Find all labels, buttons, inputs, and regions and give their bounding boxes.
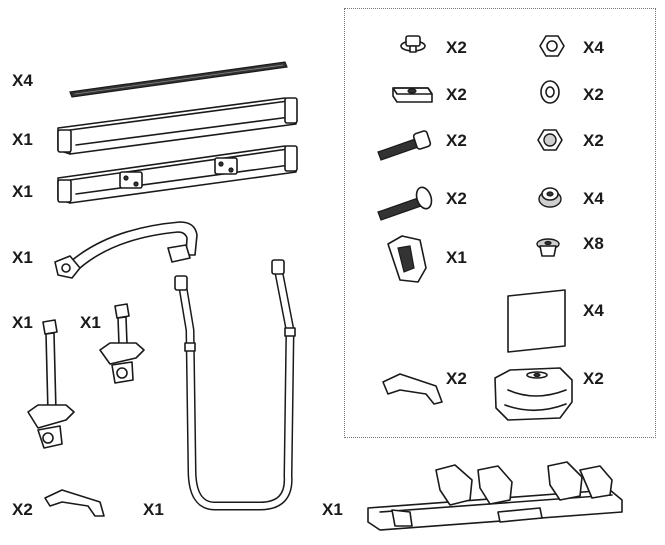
qty-rail-plain: X1 bbox=[12, 130, 33, 149]
qty-rubber-strip: X4 bbox=[12, 71, 33, 90]
qty-wheel-strap: X2 bbox=[12, 500, 33, 519]
sticker-pad-illustration bbox=[507, 289, 566, 353]
u-frame-illustration bbox=[174, 259, 296, 511]
flange-nut-illustration bbox=[538, 187, 562, 208]
qty-plug-cap: X8 bbox=[583, 234, 604, 253]
qty-flange-bolt: X2 bbox=[446, 38, 467, 57]
cap-nut-illustration bbox=[537, 129, 563, 151]
rubber-strip-illustration bbox=[69, 61, 288, 98]
qty-strap-end: X2 bbox=[446, 369, 467, 388]
square-nut-illustration bbox=[392, 87, 433, 103]
qty-hex-nut: X4 bbox=[583, 38, 604, 57]
rail-plain-illustration bbox=[57, 97, 298, 155]
wheel-cradle-illustration bbox=[494, 367, 573, 421]
hex-socket-bolt-illustration bbox=[377, 130, 432, 161]
flange-bolt-illustration bbox=[400, 35, 426, 53]
clamp-arm-short-illustration bbox=[99, 303, 145, 384]
hex-nut-illustration bbox=[539, 35, 565, 57]
wheel-strap-illustration bbox=[44, 489, 105, 517]
qty-strap-buckle: X1 bbox=[446, 248, 467, 267]
strap-end-illustration bbox=[382, 373, 443, 405]
plug-cap-illustration bbox=[536, 238, 560, 257]
hardware-box bbox=[344, 8, 656, 438]
strap-buckle-illustration bbox=[387, 235, 427, 283]
qty-arch-arm: X1 bbox=[12, 248, 33, 267]
qty-hex-socket-bolt: X2 bbox=[446, 131, 467, 150]
qty-flange-nut: X4 bbox=[583, 189, 604, 208]
qty-washer: X2 bbox=[583, 85, 604, 104]
qty-u-frame: X1 bbox=[143, 500, 164, 519]
qty-square-nut: X2 bbox=[446, 85, 467, 104]
qty-cap-nut: X2 bbox=[583, 131, 604, 150]
qty-clamp-arm-long: X1 bbox=[12, 313, 33, 332]
rack-assembly-illustration bbox=[367, 461, 623, 531]
qty-wheel-cradle: X2 bbox=[583, 369, 604, 388]
qty-rack-assembly: X1 bbox=[322, 500, 343, 519]
qty-clamp-arm-short: X1 bbox=[80, 313, 101, 332]
arch-arm-illustration bbox=[54, 221, 198, 279]
clamp-arm-long-illustration bbox=[27, 319, 75, 449]
rail-brackets-illustration bbox=[57, 145, 298, 204]
qty-carriage-bolt: X2 bbox=[446, 189, 467, 208]
carriage-bolt-illustration bbox=[377, 186, 433, 221]
qty-rail-brackets: X1 bbox=[12, 182, 33, 201]
washer-illustration bbox=[540, 80, 560, 104]
qty-sticker-pad: X4 bbox=[583, 301, 604, 320]
